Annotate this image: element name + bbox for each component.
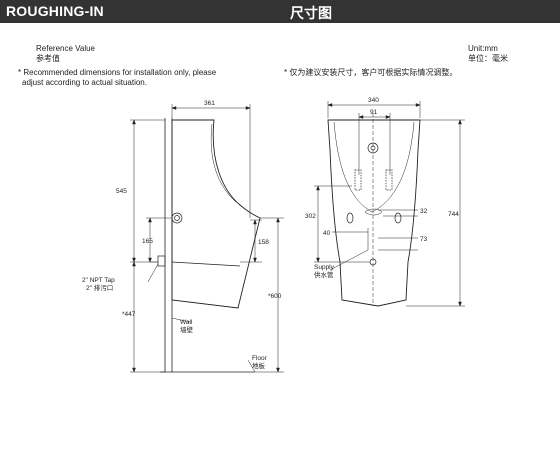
header-bar: ROUGHING-IN 尺寸图 — [0, 0, 560, 23]
dim-165: 165 — [142, 238, 153, 245]
floor-label: Floor — [252, 355, 268, 362]
dim-361: 361 — [204, 100, 215, 107]
dim-158: 158 — [258, 239, 269, 246]
dim-73: 73 — [420, 236, 428, 243]
dim-744: 744 — [448, 211, 459, 218]
note-cn: * 仅为建议安装尺寸，客户可根据实际情况调整。 — [284, 68, 458, 77]
note-en-line2: adjust according to actual situation. — [22, 78, 147, 87]
reference-value-label-cn: 参考值 — [36, 54, 60, 63]
dim-32: 32 — [420, 208, 428, 215]
npt-tap-label: 2" NPT Tap — [82, 277, 115, 284]
wall-label: Wall — [180, 319, 193, 326]
dim-40: 40 — [323, 230, 331, 237]
dim-340: 340 — [368, 97, 379, 104]
unit-label: Unit:mm — [468, 44, 498, 53]
dim-302: 302 — [305, 213, 316, 220]
reference-value-label: Reference Value — [36, 44, 95, 53]
wall-label-cn: 墙壁 — [180, 325, 194, 334]
dim-447: *447 — [122, 311, 136, 318]
supply-label-cn: 供水管 — [314, 270, 334, 279]
dim-545: 545 — [116, 188, 127, 195]
title-roughing-in: ROUGHING-IN — [6, 3, 104, 19]
side-view-urinal — [150, 118, 261, 373]
dim-91: 91 — [370, 109, 378, 116]
dim-600: *600 — [268, 293, 282, 300]
unit-label-cn: 单位：毫米 — [468, 54, 508, 63]
supply-label: Supply — [314, 264, 335, 271]
npt-tap-label-cn: 2" 排污口 — [86, 283, 113, 292]
title-chinese: 尺寸图 — [290, 5, 332, 21]
front-view-urinal — [327, 119, 421, 307]
floor-label-cn: 地板 — [252, 361, 266, 370]
note-en-line1: * Recommended dimensions for installatio… — [18, 68, 217, 77]
